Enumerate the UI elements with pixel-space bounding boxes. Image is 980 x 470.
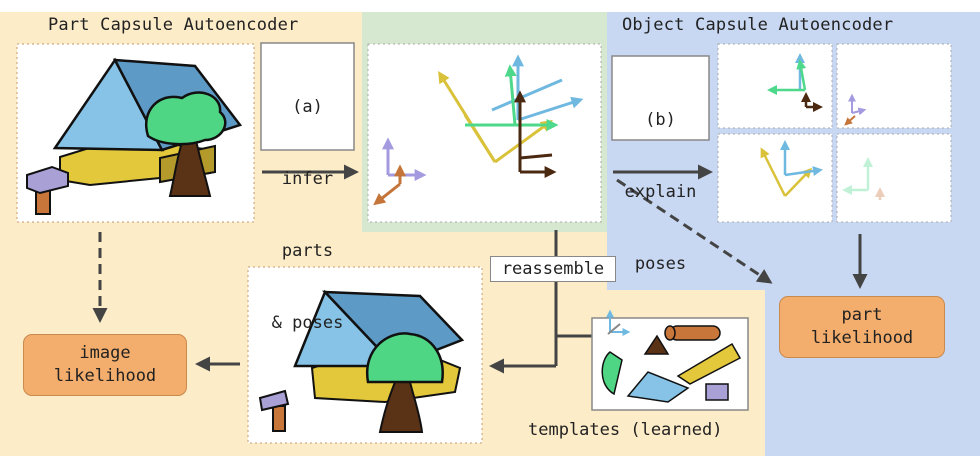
object-4-arrows [842,157,885,200]
pose-arrows-icon [373,54,584,206]
step-b-line-1: (b) [645,110,676,130]
image-likelihood-line-1: image [79,343,131,363]
tree-icon [145,91,227,197]
object-panel-4 [836,133,952,223]
step-a-line-3: parts [281,241,334,261]
part-capsule-title: Part Capsule Autoencoder [48,15,299,35]
step-b-line-3: poses [634,254,687,274]
step-a-label: (a) infer parts & poses [261,47,354,359]
object-panel-2 [836,43,952,129]
image-likelihood-box: image likelihood [23,334,187,396]
hammer-icon [26,165,69,215]
poses-panel [367,43,602,223]
step-a-line-1: (a) [292,97,323,117]
object-2-arrows [844,93,867,126]
step-a-line-2: infer [281,169,334,189]
reassemble-label: reassemble [490,256,616,282]
part-likelihood-box: part likelihood [779,296,945,358]
template-shapes-icon [601,309,742,403]
object-capsule-title: Object Capsule Autoencoder [622,15,894,35]
reconstructed-house [258,289,465,433]
step-a-line-4: & poses [271,313,344,333]
step-b-label: (b) explain poses [612,60,709,300]
step-a-box [260,42,355,151]
object-panel-1 [717,43,833,129]
step-b-box [611,55,710,141]
object-3-arrows [760,140,823,197]
part-likelihood-line-2: likelihood [810,328,914,348]
dashed-arrow-part-likelihood [616,178,773,284]
image-likelihood-line-2: likelihood [53,366,157,386]
object-1-arrows [767,53,823,112]
templates-label: templates (learned) [528,420,723,440]
part-likelihood-line-1: part [841,305,883,325]
step-b-line-2: explain [624,182,697,202]
